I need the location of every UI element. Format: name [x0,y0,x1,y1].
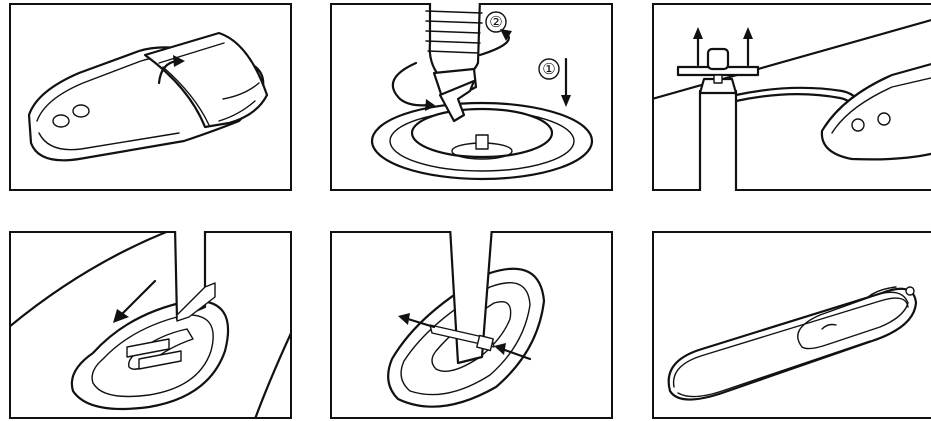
step-marker-1: ① [542,60,555,78]
step-marker-2: ② [489,13,502,31]
panel-pump-inflate [652,3,931,191]
pump-inflate-illustration [652,3,931,191]
panel-attach-hose: ② ① [330,3,613,191]
valve-icon [53,115,69,127]
insert-fin-illustration [9,231,292,419]
pump-cylinder [700,91,736,191]
panel-lock-fin [330,231,613,419]
attach-hose-illustration: ② ① [330,3,613,191]
unroll-board-illustration [9,3,292,191]
panel-unroll-board [9,3,292,191]
rotate-arrow-icon [393,63,430,105]
paddle-board-icon [669,289,916,400]
finished-board-illustration [652,231,931,419]
lock-fin-illustration [330,231,613,419]
valve-icon [852,119,864,131]
valve-icon [906,287,914,295]
panel-finished-board [652,231,931,419]
panel-insert-fin [9,231,292,419]
slide-arrow-icon [121,281,155,315]
fin-box [72,301,228,409]
valve-pin-icon [476,135,488,149]
board-nose [822,63,931,159]
